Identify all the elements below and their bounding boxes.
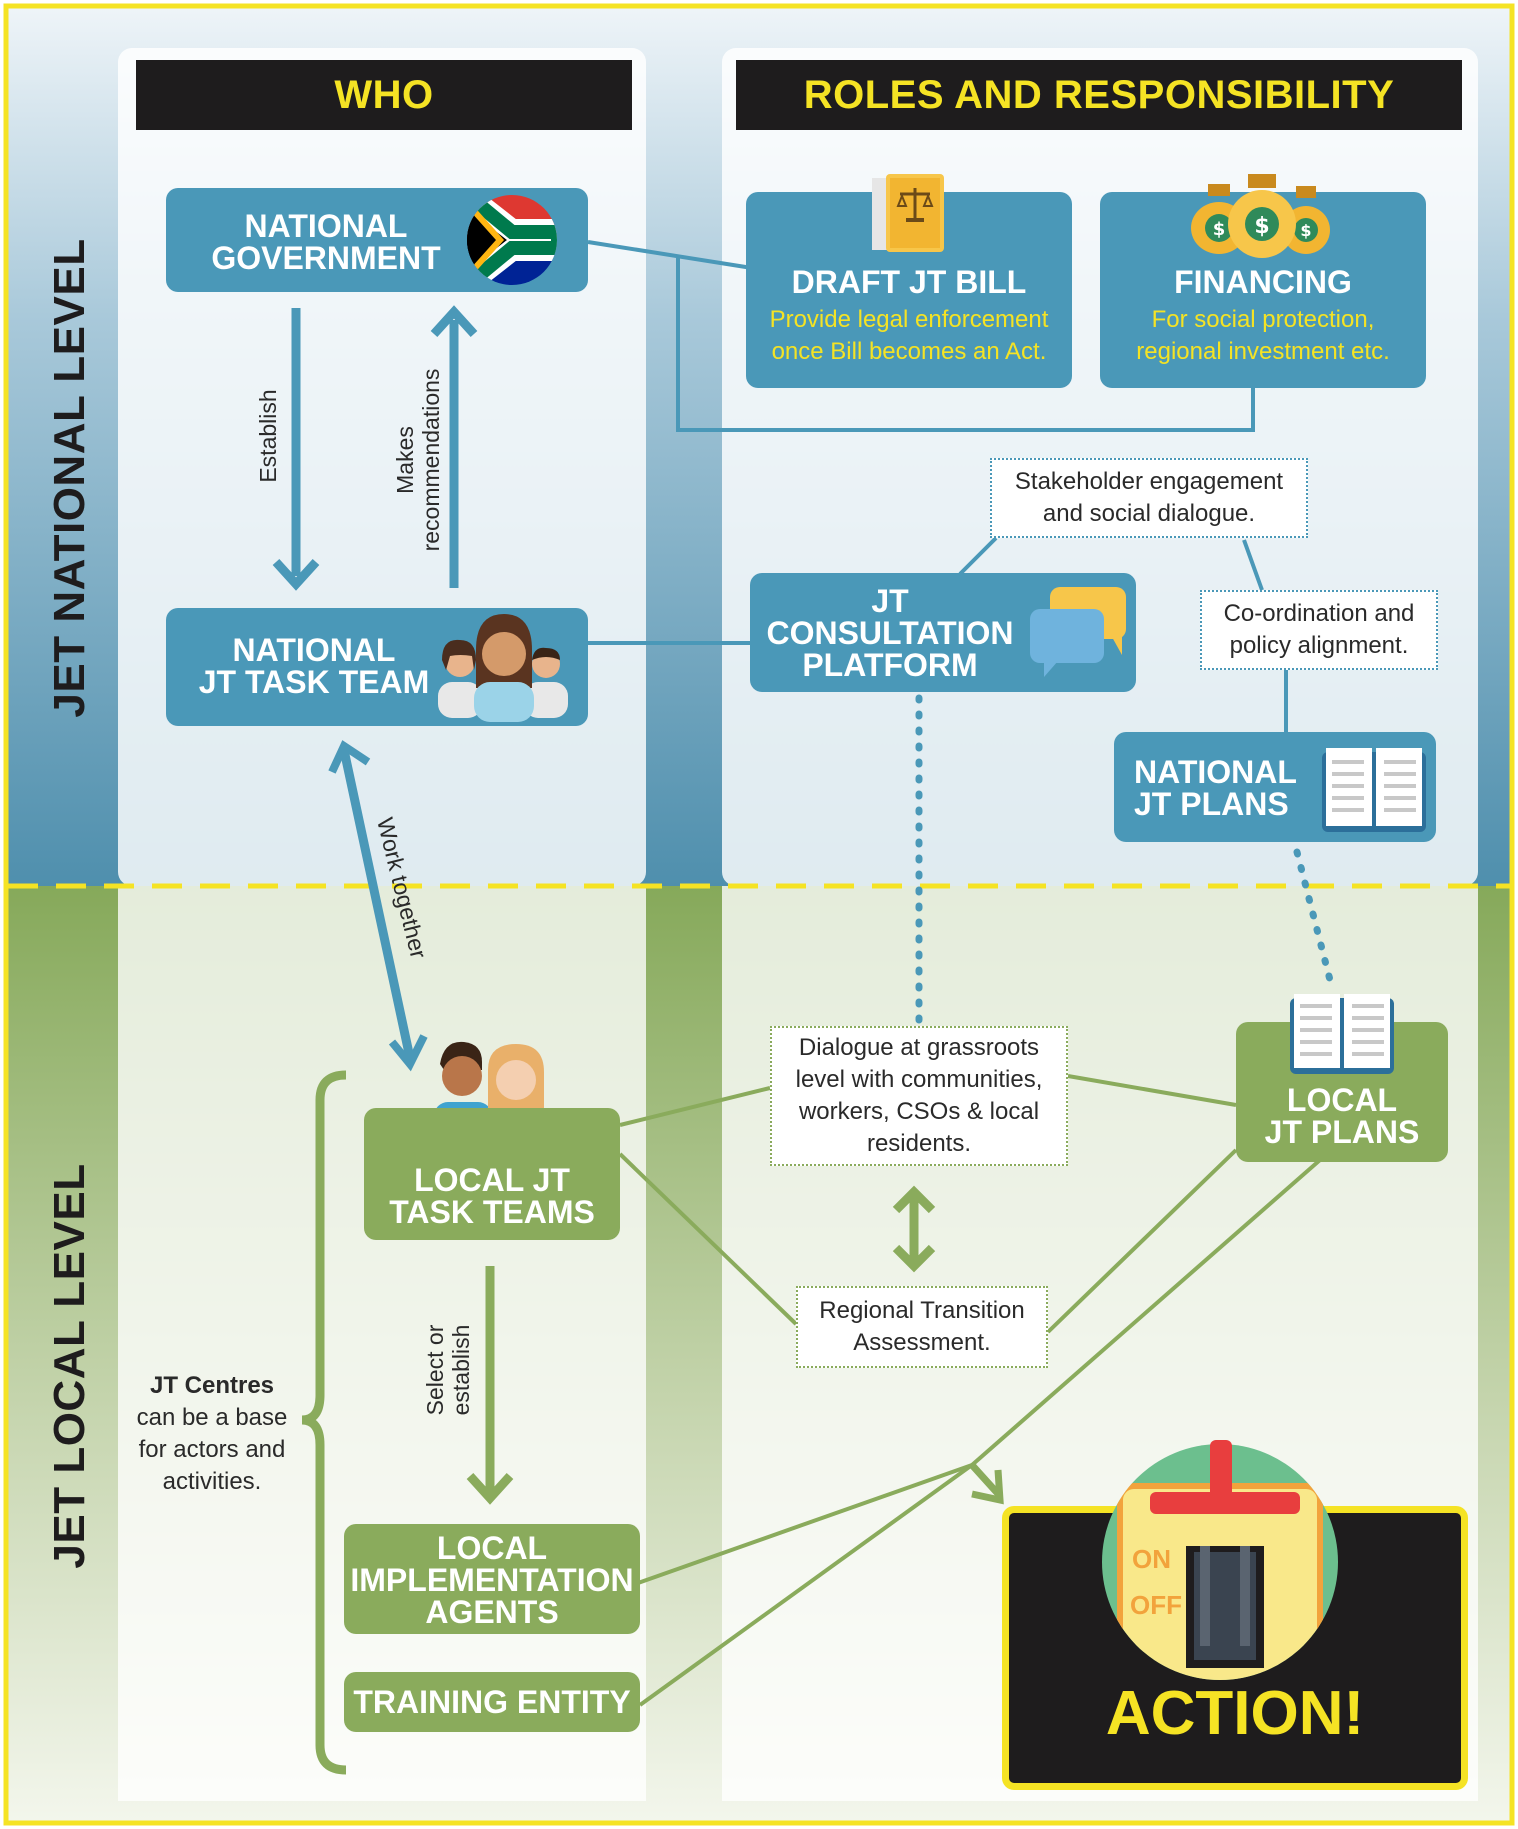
jt-centres-text: JT Centres can be a base for actors and … (128, 1370, 296, 1498)
national-task-team-box: NATIONAL JT TASK TEAM (166, 608, 588, 726)
jt-centres-line2: for actors and (138, 1436, 286, 1463)
select-line1: Select or (422, 1324, 448, 1416)
local-plans-title: LOCAL JT PLANS (1236, 1084, 1448, 1148)
national-plans-box: NATIONAL JT PLANS (1114, 732, 1436, 842)
consultation-platform-box: JT CONSULTATION PLATFORM (750, 573, 1136, 692)
draft-bill-box: DRAFT JT BILL Provide legal enforcement … (746, 192, 1072, 388)
regional-note-line2: Assessment. (853, 1329, 991, 1356)
financing-title: FINANCING (1174, 264, 1352, 300)
svg-text:$: $ (1300, 221, 1311, 240)
local-plans-line2: JT PLANS (1264, 1114, 1420, 1150)
training-entity-label: TRAINING ENTITY (353, 1684, 631, 1720)
select-or-establish-label: Select or establish (422, 1325, 474, 1416)
draft-bill-desc-line2: once Bill becomes an Act. (771, 338, 1047, 365)
switch-on-text: ON (1132, 1544, 1171, 1574)
who-header: WHO (136, 60, 632, 130)
establish-label: Establish (255, 389, 281, 483)
svg-text:$: $ (1213, 219, 1226, 240)
financing-desc-line1: For social protection, (1151, 306, 1375, 333)
money-bags-icon: $ $ $ (1191, 174, 1330, 258)
stakeholder-note: Stakeholder engagement and social dialog… (990, 458, 1308, 538)
consultation-line3: PLATFORM (802, 647, 978, 683)
local-task-teams-title: LOCAL JT TASK TEAMS (364, 1164, 620, 1228)
people-group-icon (438, 614, 568, 722)
stakeholder-note-line2: and social dialogue. (1042, 500, 1256, 527)
national-plans-line1: NATIONAL (1134, 754, 1297, 790)
stakeholder-note-line1: Stakeholder engagement (1014, 468, 1284, 495)
consultation-line1: JT (871, 583, 909, 619)
coordination-note-line2: policy alignment. (1229, 632, 1409, 659)
local-level-label: JET LOCAL LEVEL (45, 1163, 94, 1569)
local-plans-line1: LOCAL (1286, 1082, 1398, 1118)
implementation-agents-line1: LOCAL (436, 1530, 548, 1566)
coordination-note-line1: Co-ordination and (1223, 600, 1415, 627)
action-label: ACTION! (1105, 1679, 1365, 1748)
dialogue-note-line1: Dialogue at grassroots (798, 1034, 1040, 1061)
local-plans-box: LOCAL JT PLANS (1236, 1022, 1448, 1162)
draft-bill-description: Provide legal enforcement once Bill beco… (746, 304, 1072, 368)
local-task-teams-box: LOCAL JT TASK TEAMS (364, 1108, 620, 1240)
consultation-platform-title: JT CONSULTATION PLATFORM (750, 585, 1030, 681)
makes-recommendations-label: Makes recommendations (392, 369, 444, 552)
national-task-team-line2: JT TASK TEAM (198, 664, 430, 700)
jt-centres-line3: activities. (162, 1468, 262, 1495)
dialogue-note: Dialogue at grassroots level with commun… (770, 1026, 1068, 1166)
makes-recommendations-line1: Makes (392, 426, 418, 494)
dialogue-note-line2: level with communities, (795, 1066, 1043, 1093)
implementation-agents-title: LOCAL IMPLEMENTATION AGENTS (344, 1532, 640, 1628)
implementation-agents-line2: IMPLEMENTATION (350, 1562, 634, 1598)
open-book-icon (1322, 748, 1426, 832)
local-task-teams-line2: TASK TEAMS (389, 1194, 595, 1230)
dialogue-note-line3: workers, CSOs & local (798, 1098, 1040, 1125)
implementation-agents-line3: AGENTS (425, 1594, 559, 1630)
svg-text:$: $ (1254, 214, 1269, 239)
draft-bill-title: DRAFT JT BILL (791, 264, 1027, 300)
switch-lever-icon: ON OFF (1102, 1440, 1338, 1680)
makes-recommendations-line2: recommendations (418, 368, 444, 552)
roles-header: ROLES AND RESPONSIBILITY (736, 60, 1462, 130)
dialogue-note-line4: residents. (866, 1130, 972, 1157)
switch-off-text: OFF (1130, 1590, 1182, 1620)
jt-centres-heading: JT Centres (149, 1372, 275, 1399)
regional-note-line1: Regional Transition (819, 1297, 1025, 1324)
national-plans-title: NATIONAL JT PLANS (1118, 756, 1340, 820)
draft-bill-desc-line1: Provide legal enforcement (769, 306, 1049, 333)
regional-note: Regional Transition Assessment. (796, 1286, 1048, 1368)
national-task-team-line1: NATIONAL (232, 632, 396, 668)
national-government-line2: GOVERNMENT (211, 240, 441, 276)
consultation-line2: CONSULTATION (766, 615, 1014, 651)
national-government-box: NATIONAL GOVERNMENT (166, 188, 588, 292)
financing-desc-line2: regional investment etc. (1136, 338, 1390, 365)
national-plans-line2: JT PLANS (1134, 786, 1289, 822)
training-entity-box: TRAINING ENTITY (344, 1672, 640, 1732)
local-plans-book-icon (1290, 994, 1394, 1074)
financing-description: For social protection, regional investme… (1100, 304, 1426, 368)
national-government-title: NATIONAL GOVERNMENT (176, 210, 476, 274)
coordination-note: Co-ordination and policy alignment. (1200, 590, 1438, 670)
chat-bubbles-icon (1030, 587, 1126, 677)
legal-document-icon (872, 174, 944, 252)
national-task-team-title: NATIONAL JT TASK TEAM (176, 634, 452, 698)
implementation-agents-box: LOCAL IMPLEMENTATION AGENTS (344, 1524, 640, 1634)
jt-centres-line1: can be a base (136, 1404, 288, 1431)
national-level-label: JET NATIONAL LEVEL (45, 238, 94, 718)
national-government-line1: NATIONAL (244, 208, 408, 244)
select-line2: establish (448, 1324, 474, 1416)
local-task-teams-line1: LOCAL JT (414, 1162, 570, 1198)
south-africa-flag-icon (467, 195, 557, 285)
